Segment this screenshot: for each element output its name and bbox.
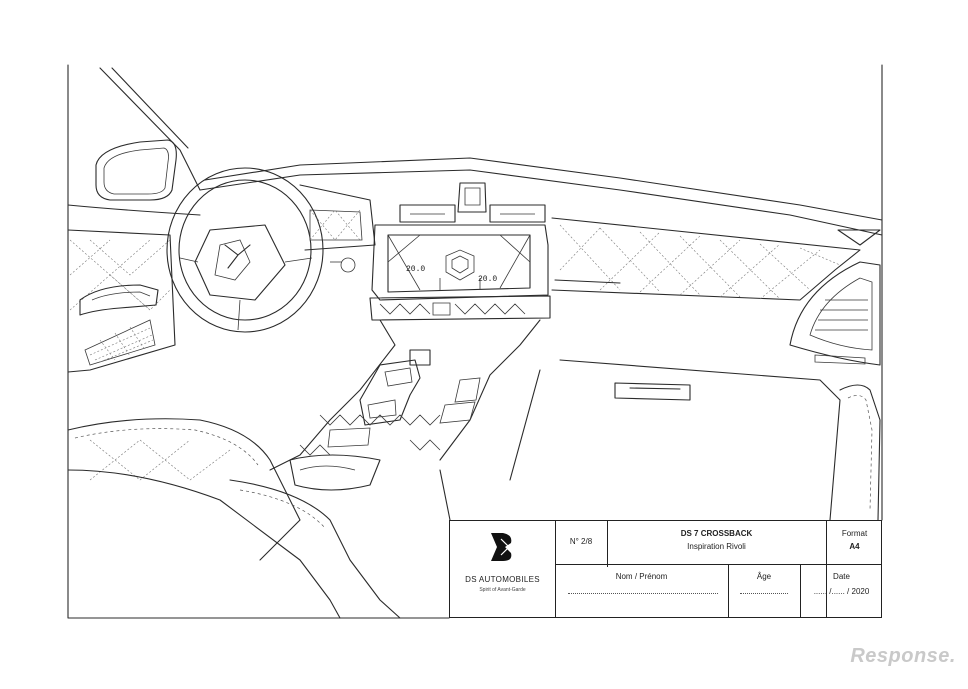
age-field[interactable]: [740, 593, 788, 594]
response-watermark: Response.: [850, 645, 956, 667]
brand-name: DS AUTOMOBILES: [465, 575, 540, 584]
screen-left-temp: 20.0: [406, 265, 426, 274]
format-value: A4: [849, 542, 860, 551]
ds-logo: [450, 529, 555, 569]
brand-tagline: Spirit of Avant-Garde: [479, 587, 526, 593]
age-label: Âge: [756, 572, 772, 581]
date-label: Date: [833, 572, 850, 581]
format-label: Format: [841, 529, 868, 538]
inspiration-name: Inspiration Rivoli: [687, 542, 746, 551]
name-label: Nom / Prénom: [615, 572, 668, 581]
title-block: DS AUTOMOBILES Spirit of Avant-Garde N° …: [449, 520, 882, 618]
sheet-number: N° 2/8: [569, 537, 593, 546]
name-field[interactable]: [568, 593, 718, 594]
model-name: DS 7 CROSSBACK: [680, 529, 753, 538]
ds-logo-icon: [490, 533, 511, 561]
date-field[interactable]: ...... /...... / 2020: [813, 587, 870, 596]
screen-right-temp: 20.0: [478, 275, 498, 284]
